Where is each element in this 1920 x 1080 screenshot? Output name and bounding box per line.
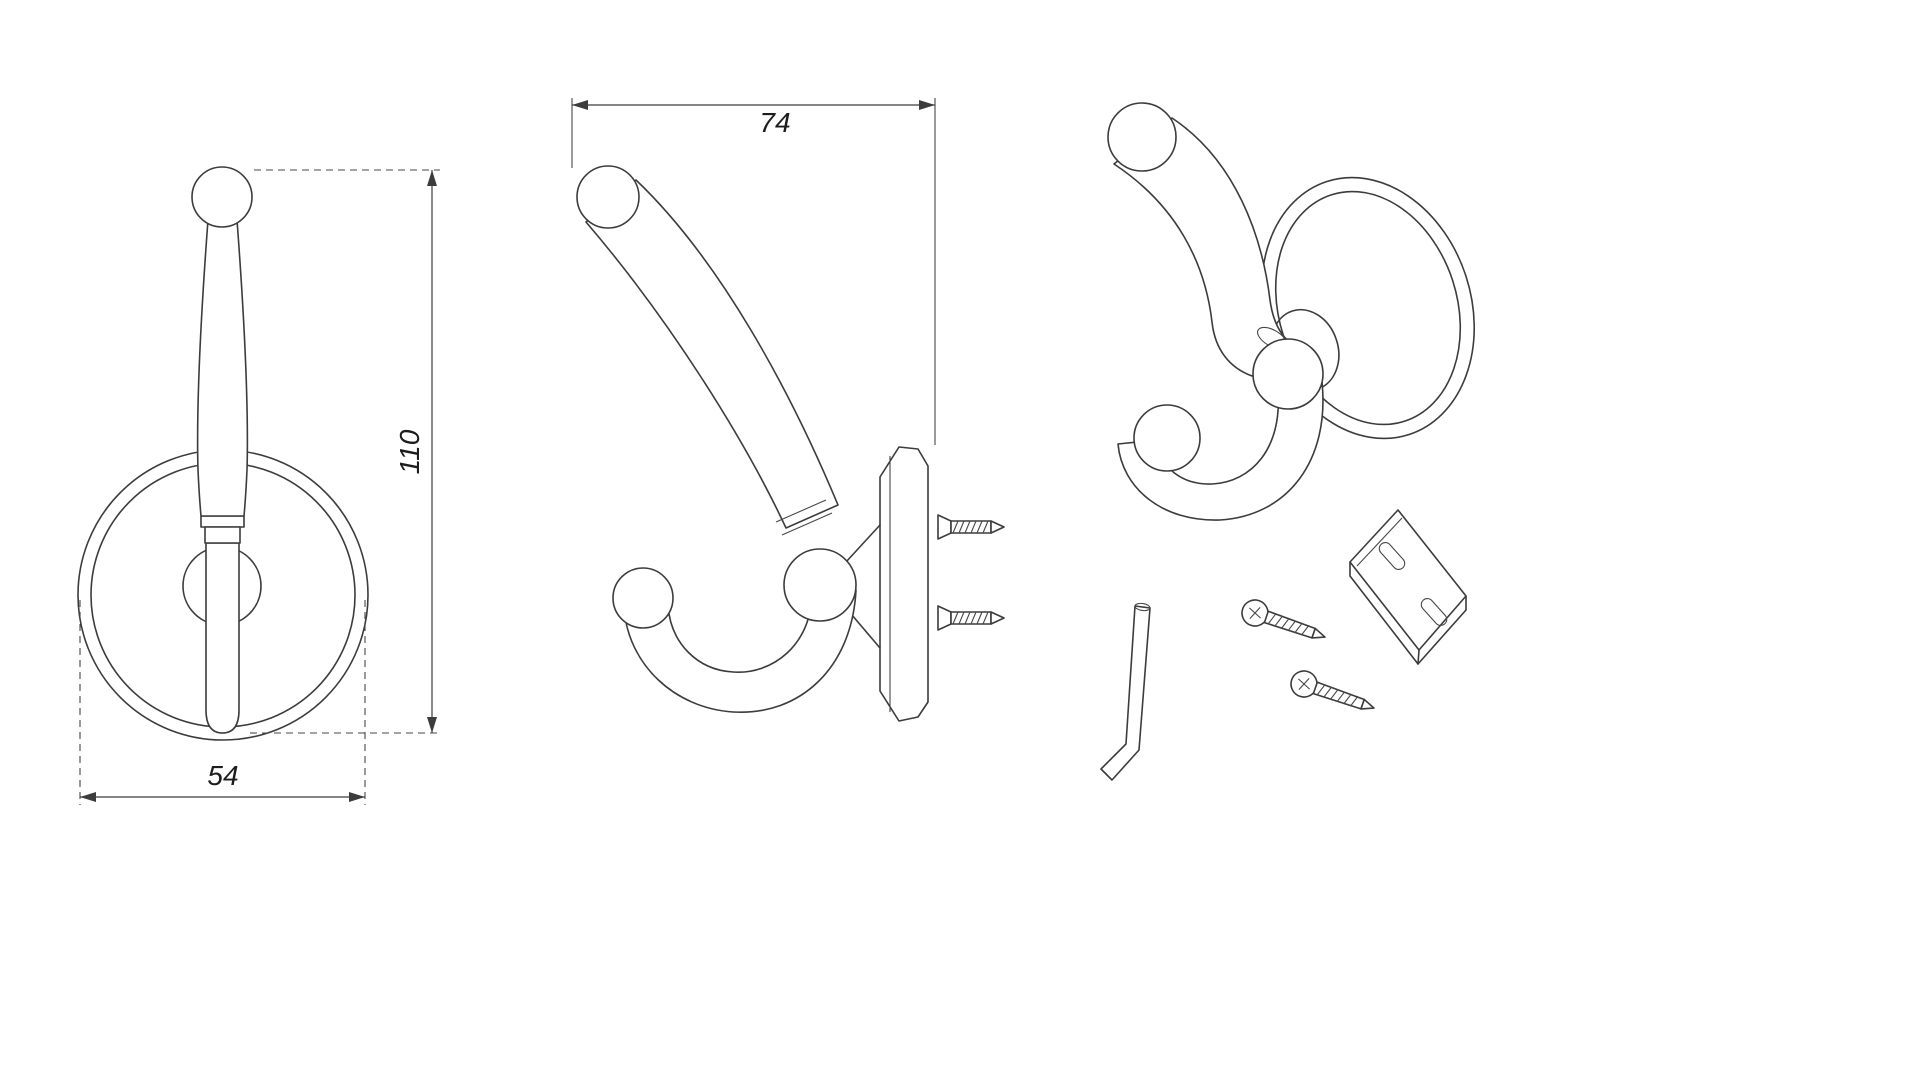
hook-collar (200, 515, 245, 528)
arrowhead (349, 792, 365, 802)
loose-screw (1286, 666, 1380, 722)
joint-ball (1252, 338, 1324, 410)
arrowhead (427, 717, 437, 733)
hook-end-ball (1133, 404, 1201, 472)
bracket-slot (1378, 542, 1406, 570)
hook-lower-curve (1117, 381, 1324, 521)
arrowhead (572, 100, 588, 110)
arrowhead (80, 792, 96, 802)
arm-collar-line (775, 499, 827, 523)
arrowhead (919, 100, 935, 110)
hook-top-ball (1107, 102, 1177, 172)
hook-upper-arm (1113, 117, 1308, 377)
hook-top-ball (191, 166, 253, 228)
mounting-bracket (1349, 509, 1467, 665)
mount-cone-line (845, 524, 881, 563)
isometric-view (1100, 102, 1476, 781)
hook-collar-lower (204, 526, 241, 544)
bracket-slot (1420, 598, 1448, 626)
dimension-depth: 74 (571, 98, 936, 445)
arm-collar-line (781, 512, 833, 536)
dimension-height: 110 (250, 169, 440, 734)
allen-key (1100, 602, 1151, 781)
mount-plate-profile (879, 446, 929, 722)
mounting-screw (937, 514, 1005, 540)
dimension-width-label: 54 (207, 760, 238, 791)
allen-key-tip (1134, 602, 1151, 612)
hook-lower-shaft (205, 542, 240, 734)
side-view: 74 (571, 98, 1005, 722)
dimension-height-label: 110 (394, 429, 425, 474)
loose-screw (1237, 595, 1331, 651)
hook-body (196, 219, 249, 517)
dimension-depth-label: 74 (759, 107, 790, 138)
joint-ball (783, 548, 857, 622)
arrowhead (427, 170, 437, 186)
hook-end-ball (612, 567, 674, 629)
mounting-screw (937, 605, 1005, 631)
hook-upper-arm (585, 179, 839, 529)
dimension-width: 54 (79, 600, 366, 805)
hook-top-ball (576, 165, 640, 229)
bracket-edge-line (1356, 517, 1403, 567)
front-view: 110 54 (77, 166, 440, 805)
